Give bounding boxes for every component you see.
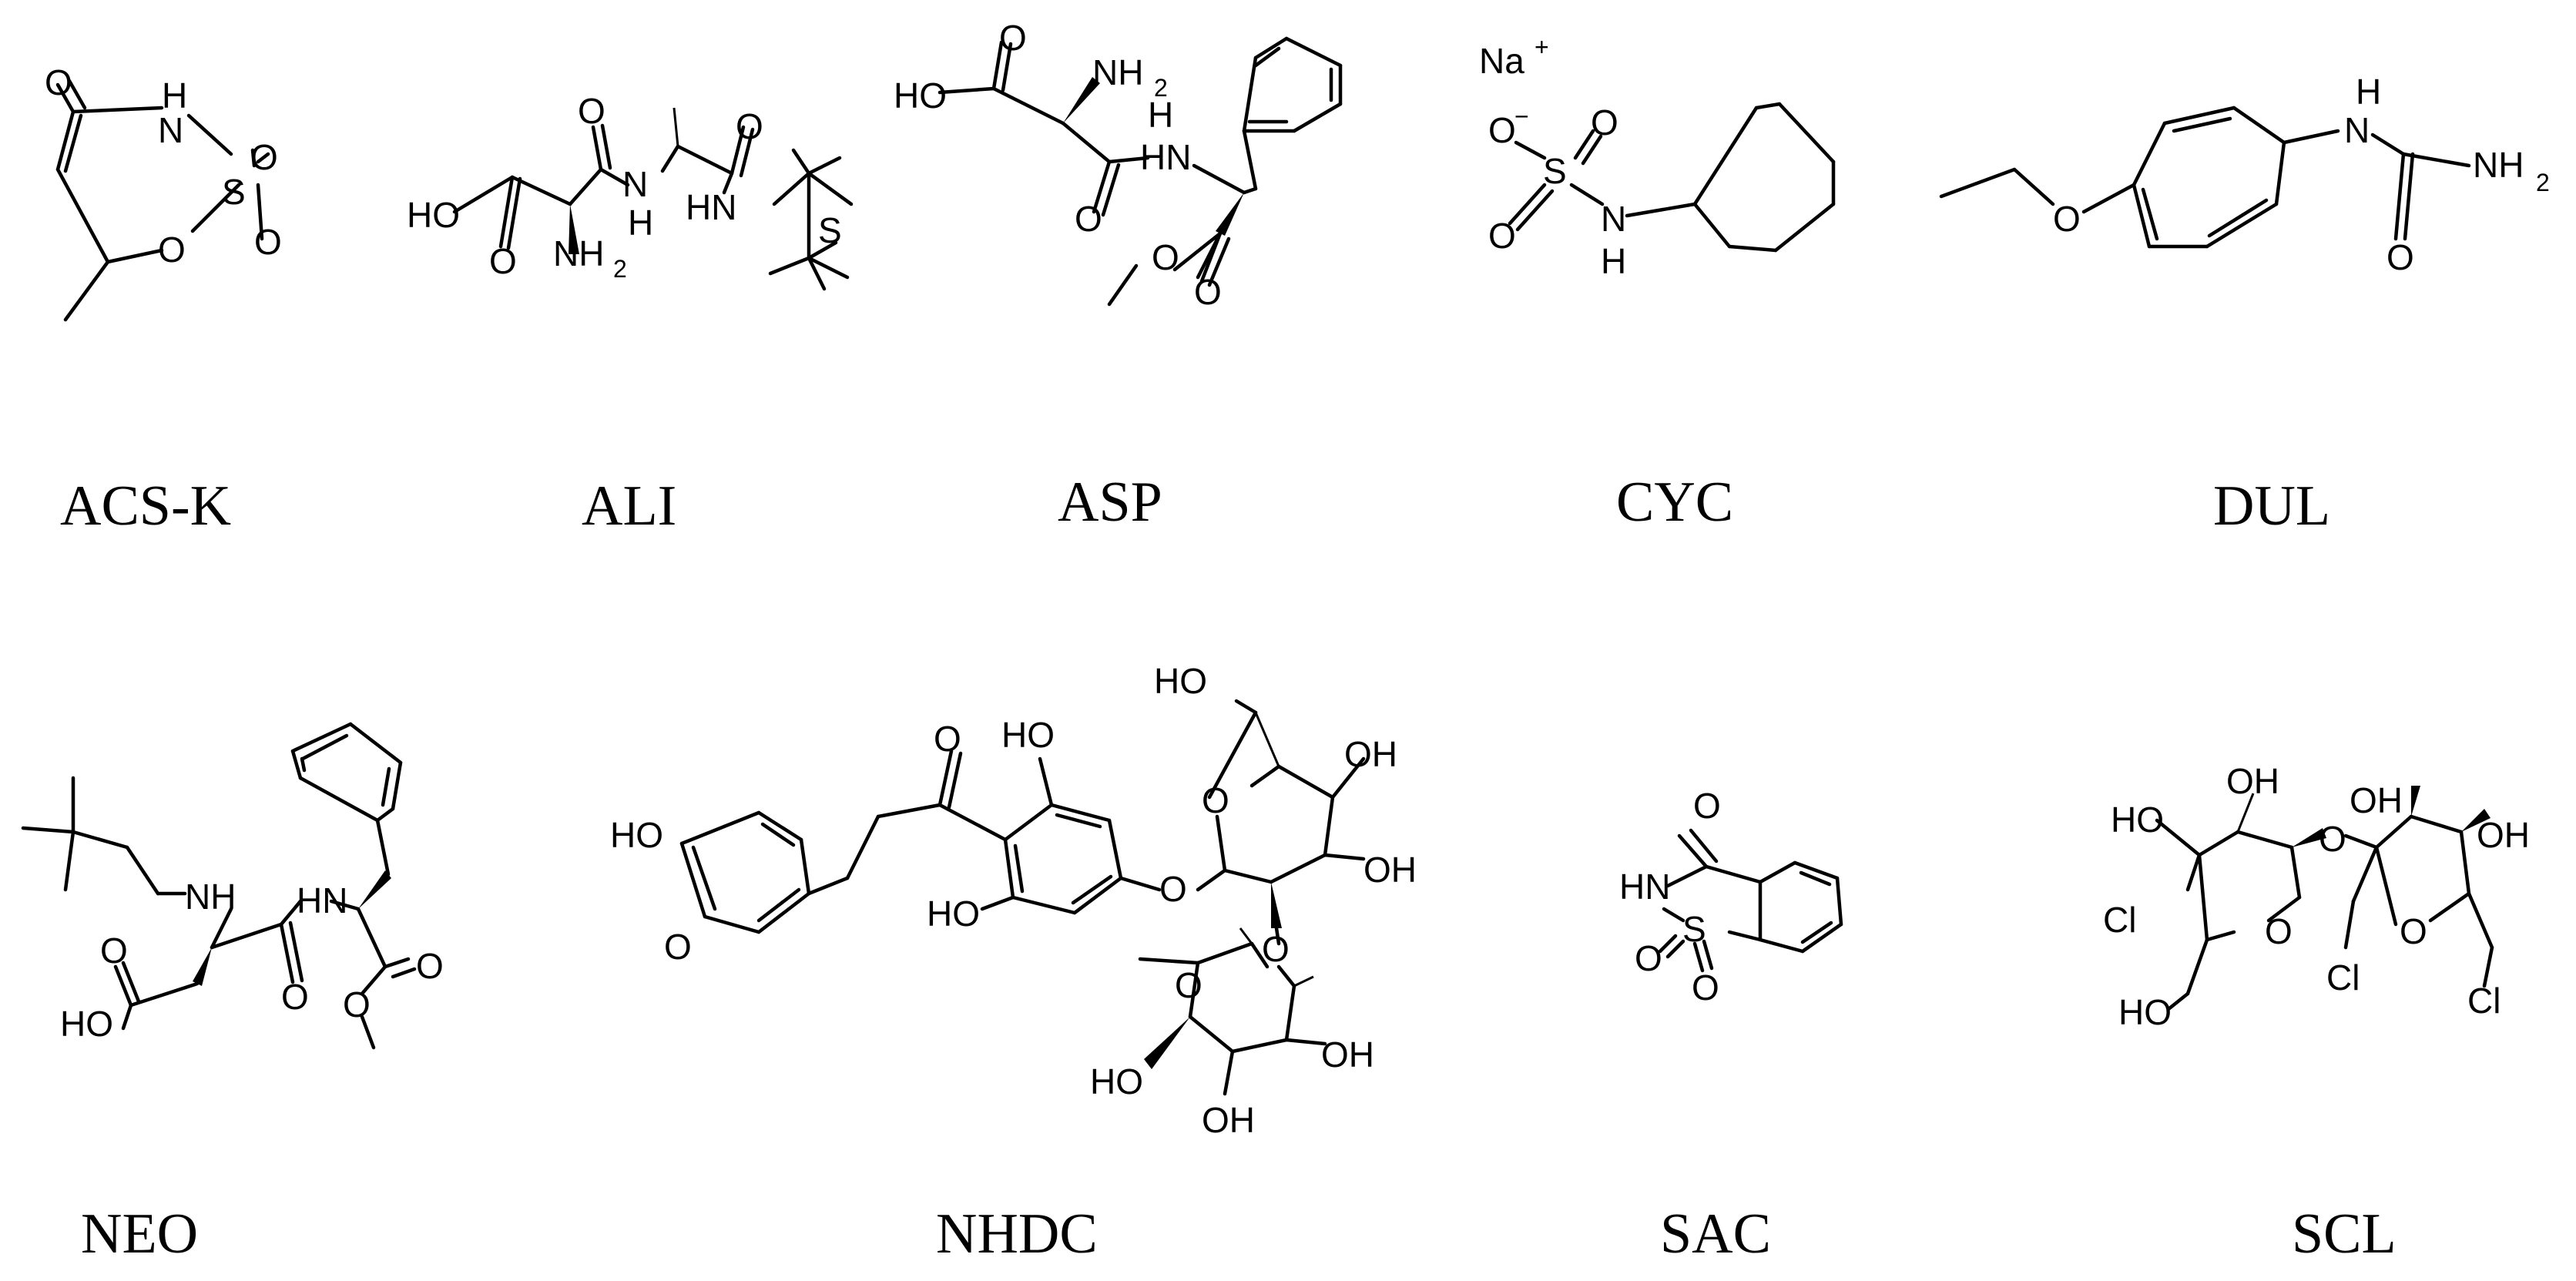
structure-neo: NH HN O HO O O O — [21, 722, 444, 1050]
atom-label: O — [416, 946, 444, 986]
atom-label: O — [1693, 786, 1721, 826]
compound-label-ali: ALI — [582, 475, 677, 538]
atom-label: O — [1591, 102, 1618, 143]
atom-label: O — [158, 230, 186, 270]
atom-label: HO — [1154, 661, 1207, 701]
atom-label: HO — [1090, 1061, 1143, 1102]
atom-label: S — [1543, 151, 1567, 191]
atom-label: O — [1152, 237, 1179, 277]
atom-label: O — [1202, 780, 1229, 820]
atom-label: O — [2386, 237, 2414, 277]
atom-label: NH — [2473, 145, 2524, 185]
atom-label: O — [45, 62, 72, 102]
atom-label: NH — [1092, 52, 1143, 92]
atom-label: O — [1159, 869, 1187, 909]
atom-label: HO — [927, 894, 980, 934]
atom-label: O — [2400, 911, 2427, 951]
atom-label: O — [1488, 110, 1516, 150]
atom-label: H — [1148, 95, 1173, 135]
atom-label: N — [158, 110, 183, 150]
atom-label: HO — [894, 75, 947, 116]
atom-label: O — [1175, 965, 1202, 1005]
atom-label: O — [1262, 929, 1290, 969]
atom-label: O — [934, 719, 961, 759]
atom-label: OH — [1202, 1100, 1255, 1140]
structure-cyc: Na + O − O S O N H — [1479, 33, 1836, 281]
atom-label: NH — [553, 233, 604, 273]
structure-asp: HO O NH 2 H HN O O O — [894, 18, 1343, 312]
structure-sac: O HN S O O — [1619, 786, 1843, 1008]
atom-label: N — [2344, 110, 2370, 150]
atom-label: O — [489, 241, 517, 281]
atom-label: HO — [407, 195, 460, 235]
atom-label: O — [281, 977, 309, 1017]
structure-acs-k: O H N O S O O — [45, 62, 282, 322]
atom-label: O — [254, 222, 282, 262]
atom-label: OH — [2350, 780, 2403, 820]
structure-ali: HO O NH 2 O N H O HN S — [407, 91, 854, 291]
atom-label: S — [222, 172, 246, 212]
atom-label: HO — [2111, 800, 2164, 840]
atom-label: O — [999, 18, 1027, 58]
atom-label: H — [628, 203, 653, 243]
compound-label-scl: SCL — [2292, 1202, 2397, 1266]
atom-label: Cl — [2326, 957, 2360, 998]
compound-label-asp: ASP — [1058, 471, 1162, 534]
atom-label: O — [2265, 911, 2293, 951]
atom-label: O — [1194, 272, 1222, 312]
atom-label: OH — [1344, 734, 1397, 774]
atom-label: HO — [1001, 715, 1055, 755]
atom-label: O — [664, 927, 692, 967]
atom-label: S — [818, 210, 842, 250]
atom-label: S — [1682, 909, 1706, 949]
atom-label: H — [162, 75, 187, 116]
atom-label: Cl — [2103, 900, 2136, 940]
atom-label: HN — [1140, 137, 1191, 177]
atom-label: O — [1635, 938, 1662, 978]
atom-label: O — [578, 91, 605, 131]
atom-charge: − — [1514, 102, 1529, 130]
compound-label-neo: NEO — [81, 1202, 199, 1266]
atom-label: O — [100, 931, 128, 971]
compound-label-acs-k: ACS-K — [60, 475, 232, 538]
atom-label: O — [736, 106, 763, 146]
structure-nhdc: HO O O HO HO O O HO OH OH O O HO OH OH — [610, 661, 1417, 1140]
atom-label: N — [622, 164, 648, 204]
atom-label: OH — [1363, 850, 1417, 890]
atom-label: OH — [1321, 1035, 1374, 1075]
atom-charge: + — [1535, 33, 1549, 61]
atom-label: O — [250, 137, 278, 177]
atom-label: O — [2053, 199, 2081, 239]
atom-label: HO — [2118, 992, 2172, 1032]
atom-label: N — [1601, 199, 1626, 239]
atom-label: O — [343, 984, 371, 1024]
atom-label: HN — [686, 187, 736, 227]
atom-label: NH — [185, 877, 236, 917]
atom-label-subscript: 2 — [1154, 74, 1168, 102]
atom-label-subscript: 2 — [2536, 169, 2550, 196]
atom-label: HN — [297, 880, 347, 921]
compound-label-nhdc: NHDC — [936, 1202, 1098, 1266]
atom-label: HO — [610, 815, 663, 855]
compound-label-sac: SAC — [1660, 1202, 1771, 1266]
atom-label: OH — [2477, 815, 2530, 855]
atom-label: H — [1601, 241, 1626, 281]
atom-label: H — [2356, 72, 2381, 112]
atom-label: HO — [60, 1004, 113, 1044]
atom-label: HN — [1619, 867, 1670, 907]
atom-label-subscript: 2 — [613, 255, 627, 283]
atom-label: OH — [2226, 761, 2279, 801]
atom-label: Na — [1479, 41, 1524, 81]
atom-label: O — [2319, 819, 2346, 859]
atom-label: O — [1075, 199, 1102, 239]
atom-label: Cl — [2467, 981, 2501, 1021]
atom-label: O — [1692, 967, 1719, 1008]
compound-label-dul: DUL — [2213, 475, 2331, 538]
compound-label-cyc: CYC — [1616, 471, 1734, 534]
structure-scl: HO OH O Cl O HO OH OH O Cl Cl — [2103, 761, 2530, 1032]
structure-dul: O H N NH 2 O — [1939, 72, 2550, 277]
